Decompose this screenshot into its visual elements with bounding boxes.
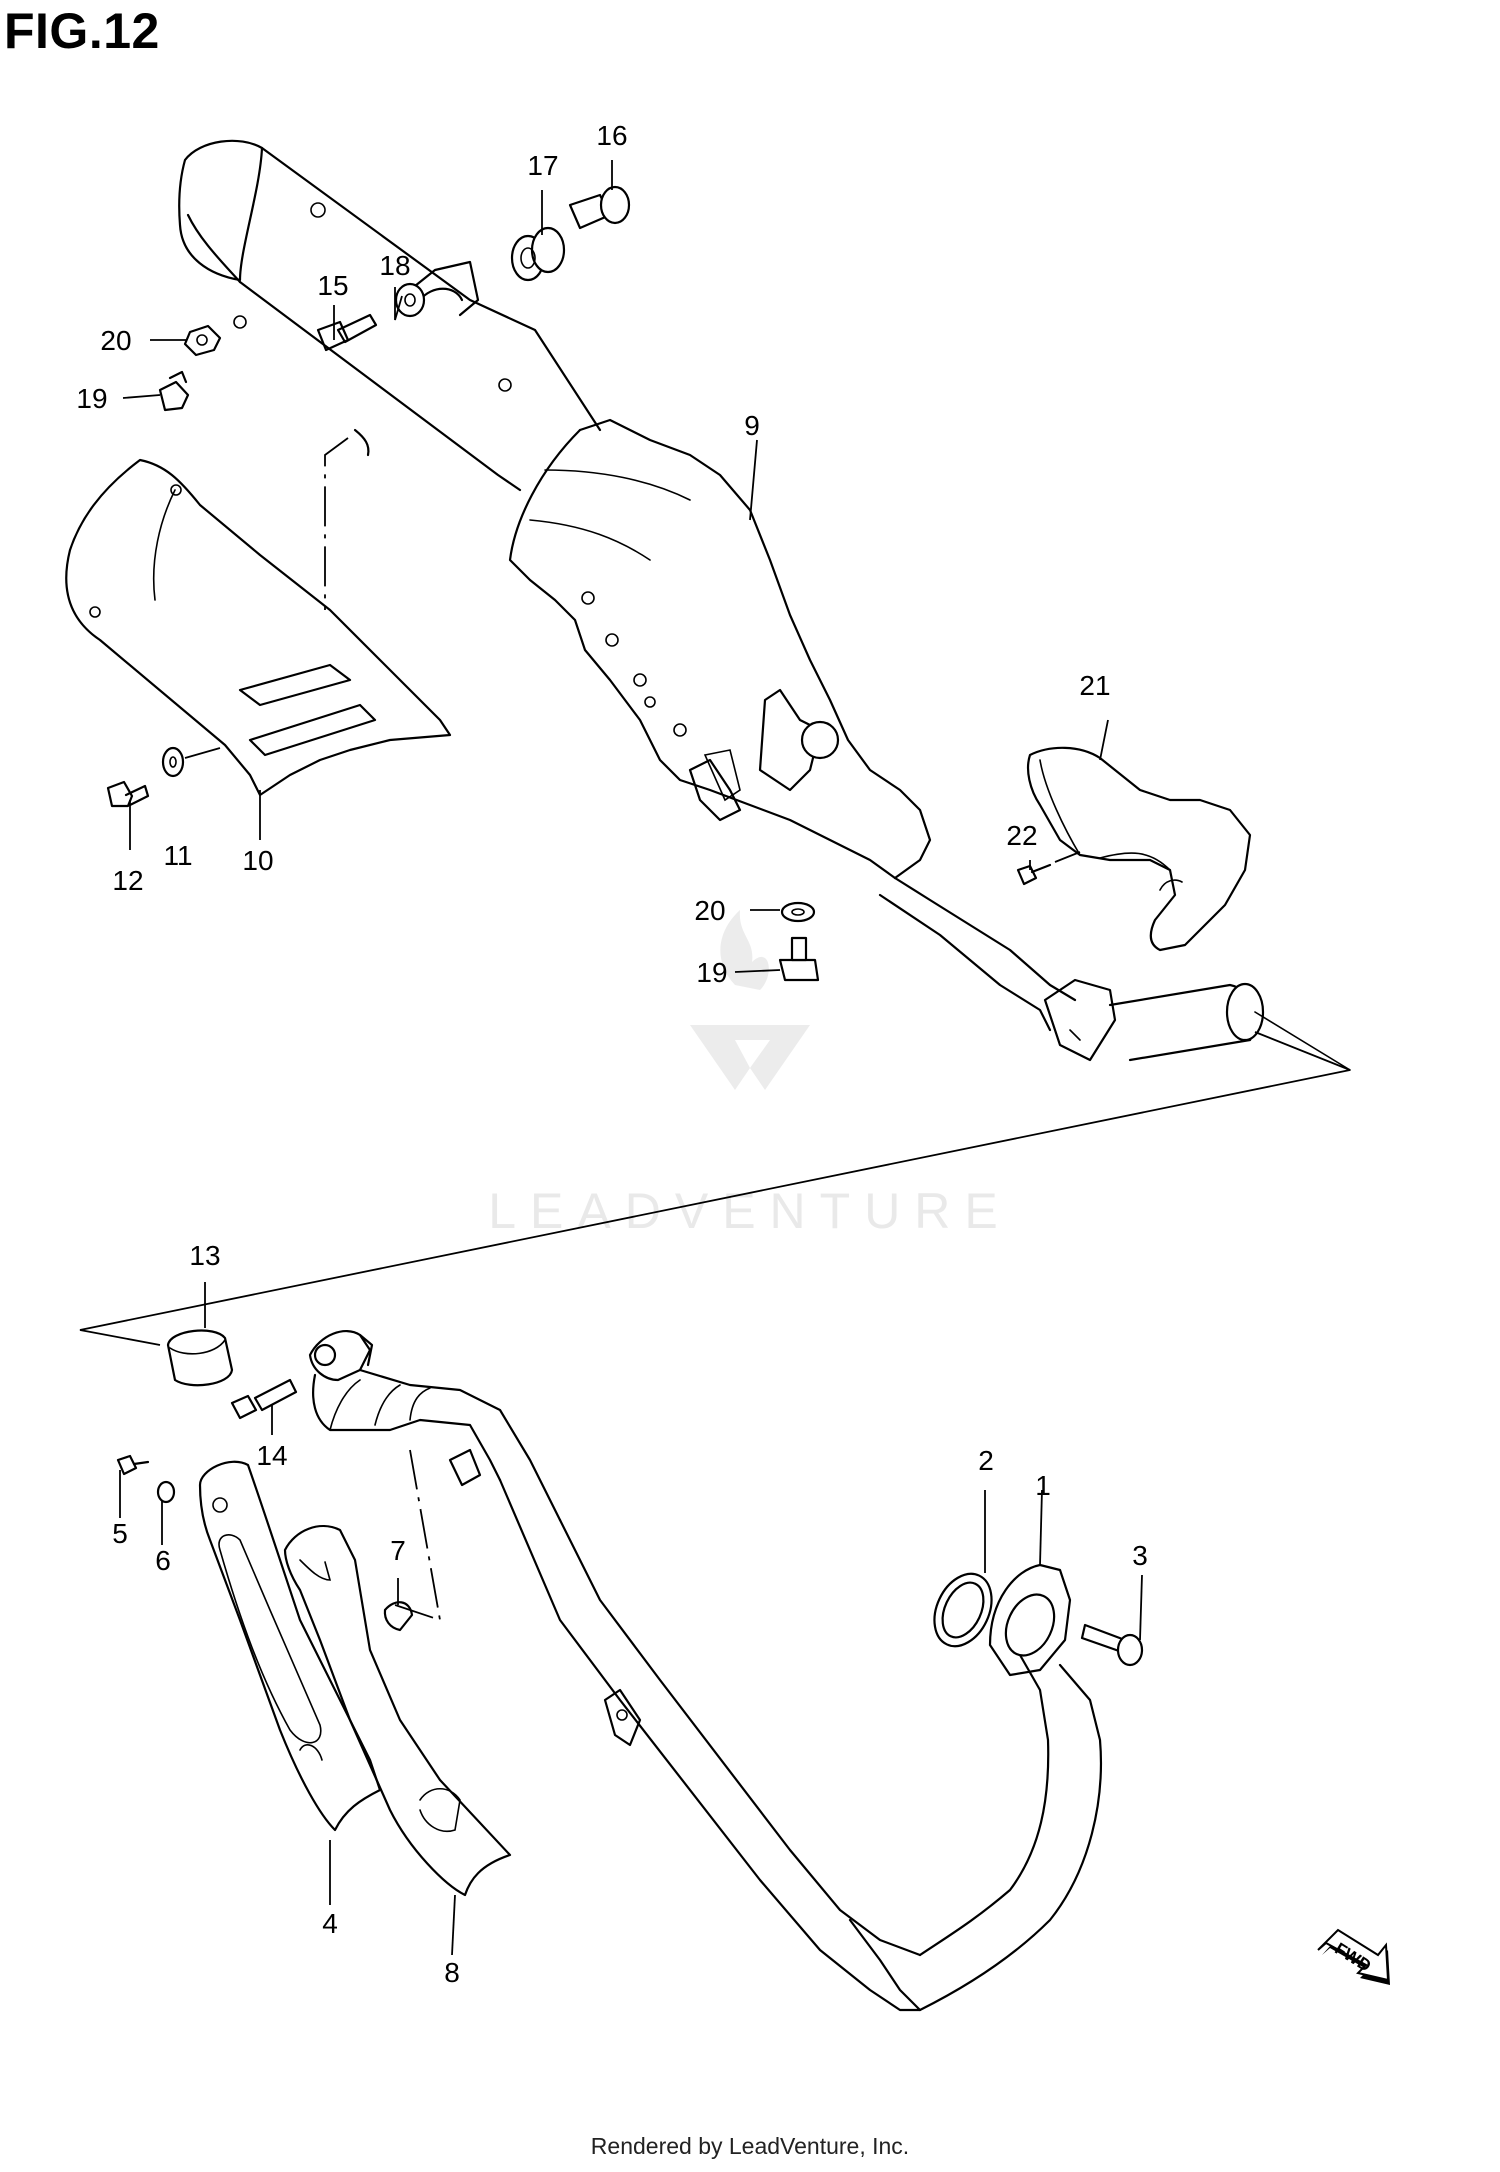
callout-15: 15 [317,270,348,301]
callout-17: 17 [527,150,558,181]
muffler-part-9[interactable] [178,139,1351,1071]
screw-part-5[interactable] [116,1454,150,1476]
screw-part-22[interactable] [1016,863,1052,886]
callout-22: 22 [1006,820,1037,851]
bolt-part-19-top[interactable] [158,370,190,412]
callout-4: 4 [322,1908,338,1939]
callout-14: 14 [256,1440,287,1471]
pipe-protector-part-4[interactable] [198,1460,382,1832]
bolt-part-14[interactable] [230,1378,298,1420]
callout-18: 18 [379,250,410,281]
bolt-part-3[interactable] [1080,1623,1144,1667]
guide-line-11 [184,747,221,759]
callout-16: 16 [596,120,627,151]
bracket-part-7[interactable] [383,1601,414,1632]
callout-13: 13 [189,1240,220,1271]
fwd-direction-badge: FWD [1317,1928,1390,1985]
guide-line-shield-mount [324,437,349,610]
callout-19-top: 19 [76,383,107,414]
figure-title: FIG.12 [4,3,160,59]
callout-3: 3 [1132,1540,1148,1571]
bolt-part-19-mid[interactable] [778,936,820,982]
callout-11: 11 [163,840,192,871]
sleeve-part-13[interactable] [166,1329,234,1387]
callout-7: 7 [390,1535,406,1566]
grommet-part-17[interactable] [510,226,566,282]
heat-shield-part-10[interactable] [65,458,452,797]
nut-part-20-top[interactable] [183,324,222,357]
callout-8: 8 [444,1957,460,1988]
washer-part-11[interactable] [161,746,185,778]
guide-line-muffler-to-pipe [79,1031,1351,1346]
callout-1: 1 [1035,1470,1051,1501]
callout-20-top: 20 [100,325,131,356]
guide-line-22 [1054,851,1081,863]
gasket-part-2[interactable] [923,1565,1002,1656]
callout-19-mid: 19 [696,957,727,988]
pipe-protector-part-8[interactable] [283,1525,512,1897]
callout-labels: 16 17 18 15 20 19 9 21 22 20 19 12 11 10… [76,120,1147,1988]
callout-5: 5 [112,1518,128,1549]
washer-part-20-mid[interactable] [780,901,816,923]
washer-part-18[interactable] [394,282,426,318]
exhaust-pipe-part-1[interactable] [308,1330,1103,2012]
watermark: LEADVENTURE [488,910,998,1239]
callout-2: 2 [978,1445,994,1476]
heat-protector-part-21[interactable] [1026,746,1252,952]
footer-credit: Rendered by LeadVenture, Inc. [590,2133,910,2159]
callout-20-mid: 20 [694,895,725,926]
washer-part-6[interactable] [156,1480,176,1504]
callout-21: 21 [1079,670,1110,701]
callout-9: 9 [744,410,760,441]
bolt-part-16[interactable] [568,185,631,230]
leader-lines [119,160,1143,1956]
bolt-part-12[interactable] [106,780,150,808]
pipe-tab [448,1448,482,1487]
bolt-part-15[interactable] [316,313,378,352]
callout-10: 10 [242,845,273,876]
callout-6: 6 [155,1545,171,1576]
callout-12: 12 [112,865,143,896]
